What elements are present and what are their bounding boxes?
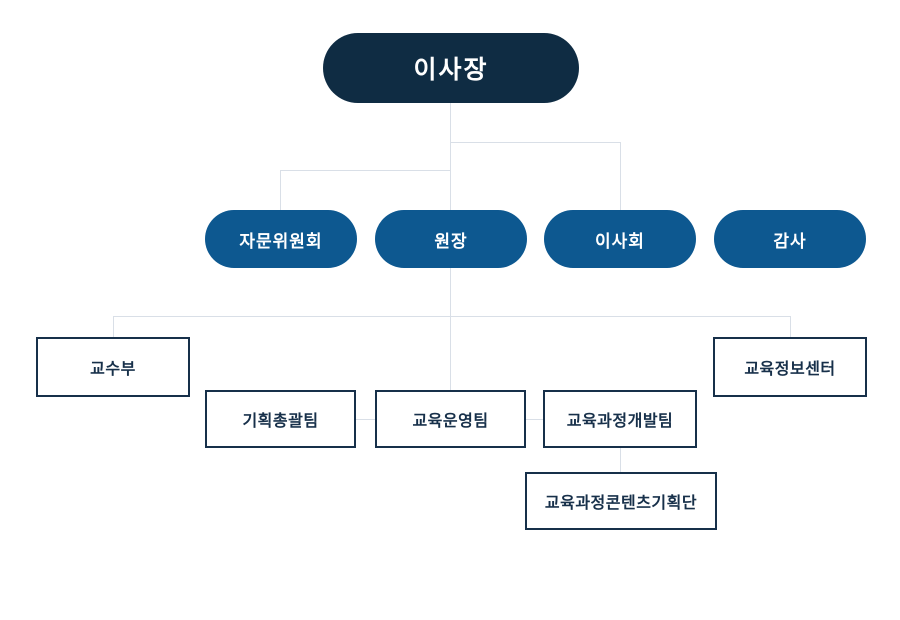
org-node-label: 이사회 xyxy=(595,231,645,251)
connector-line xyxy=(450,103,451,210)
org-node-education-info-center: 교육정보센터 xyxy=(713,337,867,397)
connector-line xyxy=(280,170,450,171)
org-node-board-of-directors: 이사회 xyxy=(544,210,696,268)
connector-line xyxy=(113,316,114,337)
org-node-label: 교육과정개발팀 xyxy=(566,413,674,430)
org-node-education-operation-team: 교육운영팀 xyxy=(375,390,526,448)
org-node-advisory-committee: 자문위원회 xyxy=(205,210,357,268)
org-node-auditor: 감사 xyxy=(714,210,866,268)
connector-line xyxy=(280,170,281,210)
org-node-label: 교육운영팀 xyxy=(412,413,489,430)
org-node-label: 교육과정콘텐츠기획단 xyxy=(544,495,698,512)
connector-line xyxy=(450,142,620,143)
org-node-chairman: 이사장 xyxy=(323,33,579,103)
connector-line xyxy=(790,316,791,337)
org-node-label: 감사 xyxy=(773,231,807,251)
connector-line xyxy=(450,268,451,390)
org-node-planning-general-team: 기획총괄팀 xyxy=(205,390,356,448)
org-node-label: 교육정보센터 xyxy=(744,361,836,378)
org-node-director: 원장 xyxy=(375,210,527,268)
org-node-label: 기획총괄팀 xyxy=(242,413,319,430)
org-node-label: 원장 xyxy=(434,231,468,251)
connector-line xyxy=(620,142,621,210)
org-node-label: 교수부 xyxy=(90,361,136,378)
org-node-curriculum-development-team: 교육과정개발팀 xyxy=(543,390,697,448)
connector-line xyxy=(356,419,375,420)
connector-line xyxy=(620,448,621,472)
org-node-curriculum-content-planning-group: 교육과정콘텐츠기획단 xyxy=(525,472,717,530)
connector-line xyxy=(113,316,790,317)
connector-line xyxy=(526,419,543,420)
org-node-professor-department: 교수부 xyxy=(36,337,190,397)
org-node-label: 이사장 xyxy=(413,56,489,84)
org-node-label: 자문위원회 xyxy=(239,231,323,251)
